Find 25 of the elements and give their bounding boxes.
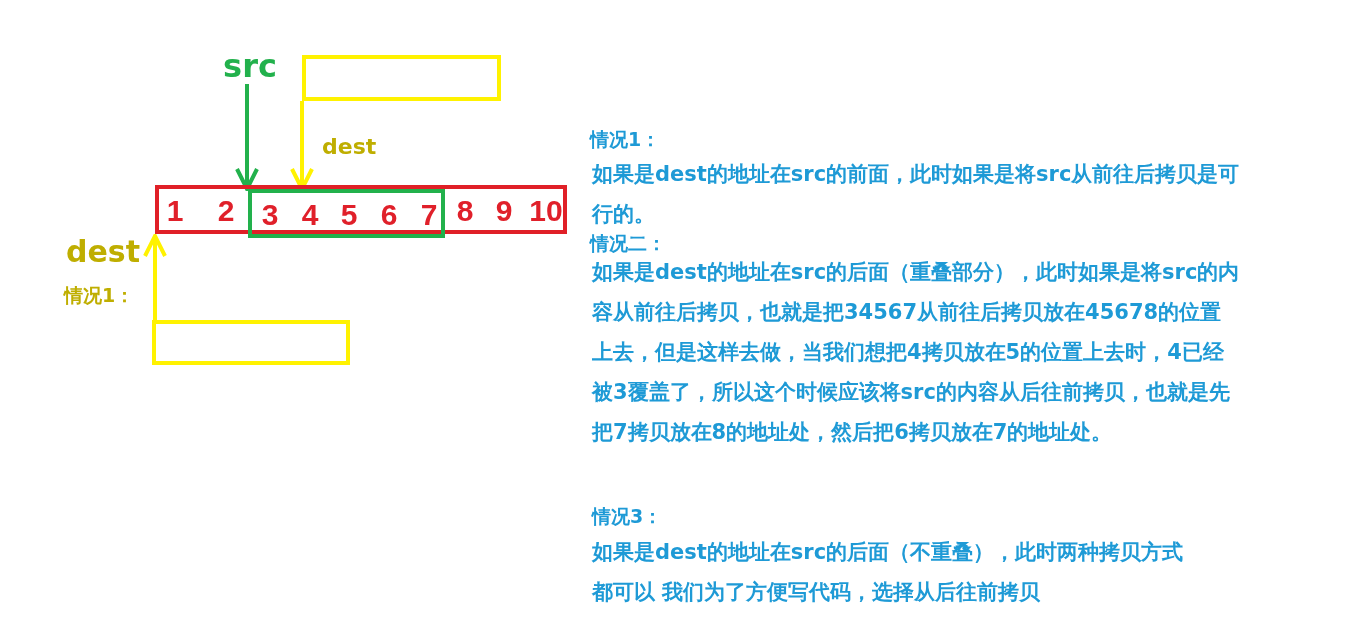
case-heading: 情况1： xyxy=(64,283,136,308)
edge-label: dest xyxy=(66,234,141,269)
array-element-number: 9 xyxy=(495,193,513,229)
pointer-label: src xyxy=(222,48,278,84)
case-heading: 情况3： xyxy=(592,504,664,529)
explanation-text: 如果是dest的地址在src的后面（不重叠），此时两种拷贝方式都可以 我们为了方便写代码，选择从后往前拷贝 xyxy=(592,539,1185,606)
edge-label: dest xyxy=(322,134,377,159)
array-element-number: 3 xyxy=(261,197,279,233)
source-range-box xyxy=(248,189,445,238)
array-element-number: 5 xyxy=(340,197,358,233)
array-element-number: 1 xyxy=(166,193,184,229)
memory-block-box xyxy=(302,55,501,101)
explanation-text: 如果是dest的地址在src的前面，此时如果是将src从前往后拷贝是可行的。 xyxy=(592,161,1241,228)
case-heading: 情况1： xyxy=(590,127,662,152)
array-element-number: 7 xyxy=(420,197,438,233)
array-element-number: 4 xyxy=(301,197,319,233)
arrow xyxy=(143,234,167,320)
memory-block-box xyxy=(152,320,350,365)
case-heading: 情况二： xyxy=(590,231,667,256)
array-element-number: 2 xyxy=(217,193,235,229)
array-element-number: 10 xyxy=(529,193,563,229)
array-element-number: 6 xyxy=(380,197,398,233)
arrow xyxy=(235,84,259,191)
explanation-text: 如果是dest的地址在src的后面（重叠部分），此时如果是将src的内容从前往后拷贝，也就是把34567从前往后拷贝放在45678的位置上去，但是这样去做，当我们想把4拷贝放在5的位置上去时，4已经被3覆盖了，所以这个时候应该将src的内容从后往前拷贝，也就是先把7拷贝放在8的地址处，然后把6拷贝放在7的地址处。 xyxy=(592,259,1241,446)
array-element-number: 8 xyxy=(456,193,474,229)
